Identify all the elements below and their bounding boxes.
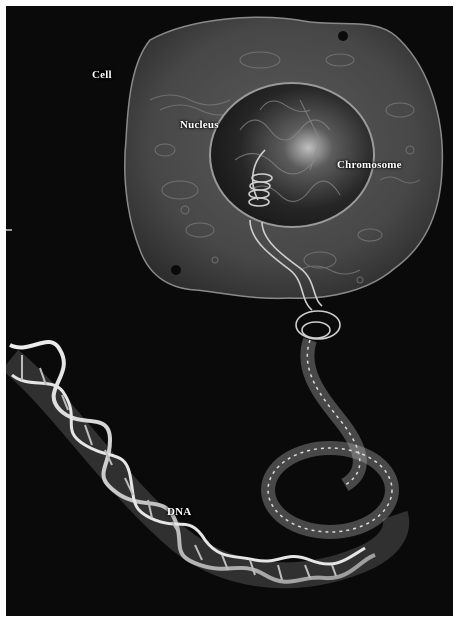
label-chromosome: Chromosome (337, 159, 402, 171)
cell-notch-bottom (171, 265, 181, 275)
nucleus (210, 83, 374, 227)
edge-tick (0, 229, 12, 231)
label-nucleus: Nucleus (180, 119, 219, 131)
label-cell: Cell (92, 69, 112, 81)
label-dna: DNA (167, 506, 191, 518)
cell-notch-top (338, 31, 348, 41)
